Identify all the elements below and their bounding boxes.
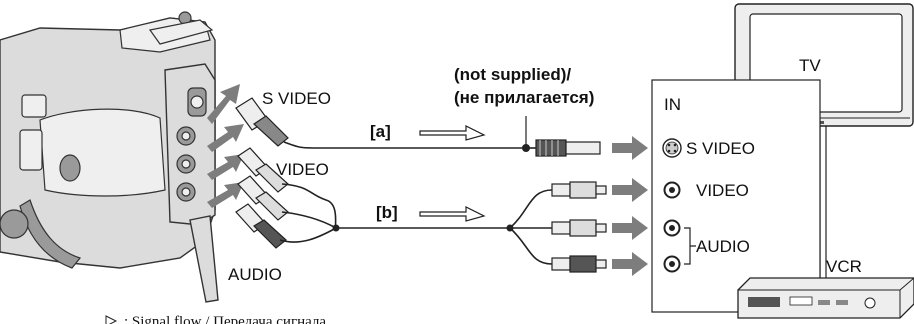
signal-flow-arrow-icon-a: [419, 125, 486, 141]
signal-flow-arrow-icon-b: [419, 206, 486, 222]
in-label: IN: [664, 95, 681, 114]
input-panel: [651, 79, 821, 313]
audio-plug-white-right: [551, 219, 607, 237]
tv-label: TV: [799, 56, 821, 75]
s-video-plug-left: [235, 97, 289, 147]
not-supplied-label-en: (not supplied)/: [454, 65, 571, 84]
vcr-label: VCR: [826, 257, 862, 276]
signal-flow-legend: : Signal flow / Передача сигнала: [105, 314, 326, 324]
input-arrows: [612, 136, 648, 276]
signal-flow-arrow-icon: [105, 315, 118, 324]
audio-bracket: [684, 227, 696, 265]
audio-label-left: AUDIO: [228, 265, 282, 284]
video-label-left: VIDEO: [276, 160, 329, 179]
s-video-label-right: S VIDEO: [686, 139, 755, 158]
audio-label-right: AUDIO: [696, 237, 750, 256]
rca-jack-icon-audio-left: [663, 219, 681, 237]
vcr-illustration: [737, 277, 914, 319]
s-video-cable-a: [283, 116, 601, 157]
rca-jack-icon-audio-right: [663, 255, 681, 273]
video-label-right: VIDEO: [696, 181, 749, 200]
s-video-label-left: S VIDEO: [262, 89, 331, 108]
not-supplied-label-ru: (не прилагается): [454, 88, 594, 107]
cable-a-label: [a]: [370, 122, 391, 141]
legend-text: : Signal flow / Передача сигнала: [124, 314, 326, 324]
audio-plug-red-right: [551, 255, 607, 273]
s-video-jack-icon: [662, 138, 682, 158]
rca-jack-icon-video: [663, 181, 681, 199]
audio-plug-red-left: [235, 203, 287, 249]
camcorder-illustration: [0, 11, 219, 303]
cable-b-label: [b]: [376, 203, 398, 222]
camera-jack-arrows: [207, 84, 244, 208]
video-plug-right: [551, 181, 607, 199]
av-cable-b: [279, 181, 607, 273]
